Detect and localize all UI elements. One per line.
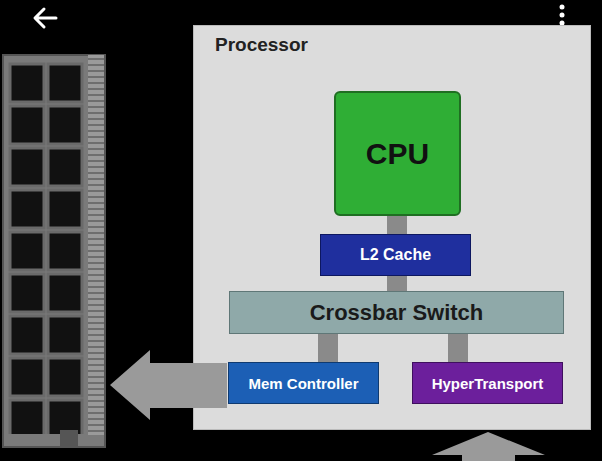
box-label: Crossbar Switch bbox=[310, 300, 484, 326]
bus-connector bbox=[387, 276, 407, 291]
box-label: Mem Controller bbox=[248, 375, 358, 392]
processor-box: ProcessorCPU L2 CacheCrossbar SwitchMem C… bbox=[193, 25, 591, 430]
back-icon bbox=[35, 9, 56, 27]
memory-module bbox=[3, 55, 105, 447]
memory-arrow bbox=[110, 350, 227, 420]
menu-icon bbox=[560, 5, 565, 26]
box-label: CPU bbox=[366, 137, 429, 171]
component-box: L2 Cache bbox=[320, 234, 471, 276]
box-heading: Processor bbox=[215, 34, 308, 56]
component-box: Crossbar Switch bbox=[229, 291, 564, 334]
bus-connector bbox=[318, 334, 338, 362]
component-box: CPU bbox=[334, 91, 461, 216]
component-box: HyperTransport bbox=[412, 362, 563, 404]
box-label: HyperTransport bbox=[432, 375, 544, 392]
box-label: L2 Cache bbox=[360, 246, 431, 264]
bus-connector bbox=[387, 216, 407, 234]
bus-connector bbox=[448, 334, 468, 362]
io-arrow bbox=[432, 432, 545, 461]
component-box: Mem Controller bbox=[228, 362, 379, 404]
